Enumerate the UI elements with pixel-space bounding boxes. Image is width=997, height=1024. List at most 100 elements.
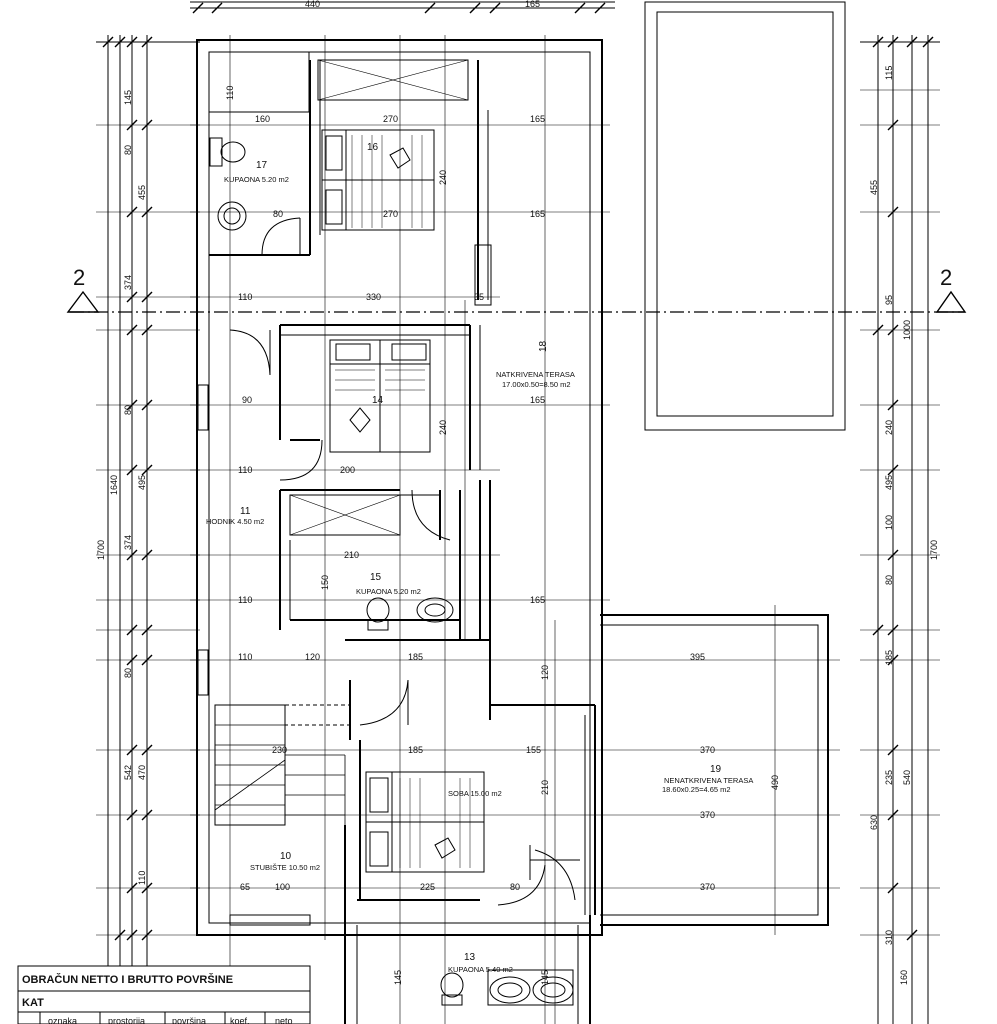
dim-left-inner-3: 374 [123,275,133,290]
dim-left-inner-5: 374 [123,535,133,550]
doors [229,217,576,906]
dim-int-17: 165 [530,595,545,605]
dim-int-15: 210 [344,550,359,560]
dim-right-mid-3: 540 [902,770,912,785]
dim-int-12: 165 [530,395,545,405]
dim-int-25: 370 [700,745,715,755]
dim-int-10: 90 [242,395,252,405]
dim-right-inner-2: 455 [869,180,879,195]
table-header-3: površina [172,1016,206,1024]
section-marker-right-arrow [935,290,967,313]
dim-int-31: 370 [700,882,715,892]
table-header-1: oznaka [48,1016,77,1024]
room-17-number: 17 [256,160,268,171]
dim-left-small-6: 110 [137,871,147,885]
dim-right-inner-8: 235 [884,770,894,785]
room-15-name: KUPAONA 5.20 m2 [356,587,421,596]
dim-int-22: 230 [272,745,287,755]
inner-walls [197,51,596,926]
dim-int-24: 155 [526,745,541,755]
area-table: OBRAČUN NETTO I BRUTTO POVRŠINE KAT ozna… [17,965,311,1024]
pool [644,1,846,431]
dim-left-inner-6: 542 [123,765,133,780]
dim-int-33: 110 [225,86,235,100]
dim-int-2: 270 [383,114,398,124]
dim-right-outer: 1700 [929,540,939,560]
dim-int-4: 80 [273,209,283,219]
table-title: OBRAČUN NETTO I BRUTTO POVRŠINE [22,973,233,986]
dim-int-36: 210 [540,780,550,795]
room-13-name: KUPAONA 5.40 m2 [448,965,513,974]
dim-int-18: 110 [238,652,252,662]
dim-int-21: 395 [690,652,705,662]
dim-top-2: 165 [525,0,540,9]
dim-left-outer: 1700 [96,540,106,560]
room-18-number: 18 [538,340,549,352]
dim-left-small-2: 80 [123,145,133,155]
dim-right-inner-4: 240 [884,420,894,435]
dim-int-14: 200 [340,465,355,475]
room-19-number: 19 [710,764,722,775]
dim-int-23: 185 [408,745,423,755]
room-15-number: 15 [370,572,382,583]
dim-right-mid-2: 495 [884,475,894,490]
dim-int-13: 110 [238,465,252,475]
dim-right-inner-7: 185 [884,650,894,665]
room-19-calc: 18.60x0.25=4.65 m2 [662,785,731,794]
dim-int-37: 120 [540,665,550,680]
room-17-name: KUPAONA 5.20 m2 [224,175,289,184]
room-labels: 17 KUPAONA 5.20 m2 16 18 NATKRIVENA TERA… [206,142,753,974]
outer-walls [196,39,829,1024]
room-18-calc: 17.00x0.50=8.50 m2 [502,380,571,389]
dim-int-1: 160 [255,114,270,124]
table-header-5: neto [275,1016,293,1024]
dim-int-34: 145 [393,970,403,985]
dim-left-inner-4: 495 [137,475,147,490]
top-dimension-lines [190,1,615,14]
room-12-name: SOBA 15.00 m2 [448,789,502,798]
table-header-4: koef. [230,1016,250,1024]
dim-right-mid-4: 630 [869,815,879,830]
section-marker-right: 2 [940,265,952,290]
dim-int-6: 165 [530,209,545,219]
dim-int-3: 165 [530,114,545,124]
bed-hatching [335,135,471,868]
dim-int-20: 185 [408,652,423,662]
room-14-number: 14 [372,395,384,406]
dim-int-35: 145 [540,970,550,985]
dim-right-inner-1: 115 [884,66,894,80]
dim-int-8: 330 [366,292,381,302]
left-dimension-lines [96,35,200,1024]
room-10-number: 10 [280,851,292,862]
interior-dimension-lines [190,35,840,1024]
dim-top-1: 440 [305,0,320,9]
dim-left-small-4: 80 [123,668,133,678]
room-13-number: 13 [464,952,476,963]
dim-int-29: 225 [420,882,435,892]
dim-left-small-5: 470 [137,765,147,780]
dim-int-27: 65 [240,882,250,892]
beds [321,129,485,873]
room-19-name: NENATKRIVENA TERASA [664,776,753,785]
dim-right-inner-3: 95 [884,295,894,305]
table-row-label: KAT [22,997,44,1009]
dim-int-26: 370 [700,810,715,820]
dim-right-inner-9: 310 [884,930,894,945]
room-16-number: 16 [367,142,379,153]
dim-int-7: 110 [238,292,252,302]
dim-int-16: 110 [238,595,252,605]
dim-int-38: 490 [770,775,780,790]
dim-right-mid-1: 1000 [902,320,912,340]
dim-left-inner-1: 145 [123,90,133,105]
room-11-number: 11 [240,506,251,517]
fixtures [209,137,574,1006]
dim-right-inner-6: 80 [884,575,894,585]
dim-right-inner-5: 100 [884,515,894,530]
section-marker-left-arrow [66,290,100,313]
dim-left-inner-2: 455 [137,185,147,200]
dim-int-39: 150 [320,575,330,590]
dim-int-11: 240 [438,420,448,435]
dim-int-28: 100 [275,882,290,892]
section-marker-left: 2 [73,265,85,290]
